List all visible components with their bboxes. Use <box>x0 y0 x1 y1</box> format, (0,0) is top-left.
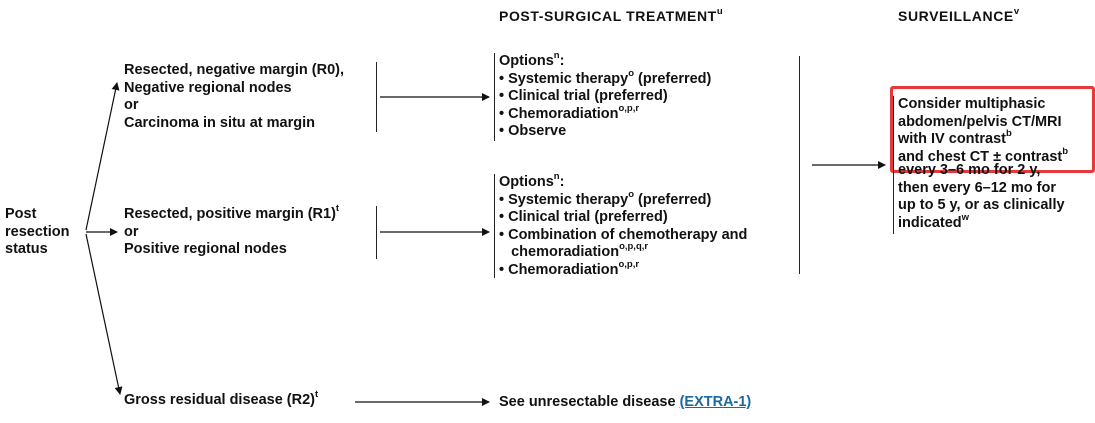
r1-condition: Resected, positive margin (R1)t or Posit… <box>124 203 377 259</box>
surveillance-text: indicated <box>898 214 962 231</box>
post-surgical-header-sup: u <box>716 6 724 18</box>
r0-condition: Resected, negative margin (R0), Negative… <box>124 62 377 132</box>
r0-line: Negative regional nodes <box>124 79 292 96</box>
status-line: Post <box>5 206 37 222</box>
surveillance-line: abdomen/pelvis CT/MRI <box>898 113 1062 130</box>
option-text: • Observe <box>499 123 567 139</box>
r1-line-sup: t <box>335 203 340 215</box>
status-line: status <box>5 241 48 257</box>
option-item: • Combination of chemotherapy and <box>499 227 747 245</box>
options-title-suffix: : <box>559 174 565 190</box>
r1-line: Positive regional nodes <box>124 241 287 257</box>
option-item: • Systemic therapyo (preferred) <box>499 188 747 210</box>
option-item: • Chemoradiationo,p,r <box>499 258 747 280</box>
options-r1-list: • Systemic therapyo (preferred) • Clinic… <box>499 188 747 280</box>
r2-label-sup: t <box>315 389 319 401</box>
surveillance-text: and chest CT ± contrast <box>898 148 1063 165</box>
surveillance-line: with IV contrastb <box>898 128 1068 149</box>
r0-line: or <box>124 97 139 113</box>
post-resection-status: Post resection status <box>5 206 69 259</box>
post-surgical-treatment-header: POST-SURGICAL TREATMENTu <box>499 6 724 24</box>
option-sup: o <box>628 67 635 79</box>
options-title-suffix: : <box>559 53 565 69</box>
surveillance-line: up to 5 y, or as clinically <box>898 197 1065 213</box>
status-line: resection <box>5 223 70 240</box>
r0-line: Carcinoma in situ at margin <box>124 114 315 131</box>
option-text: • Chemoradiation <box>499 105 619 122</box>
surveillance-text: with IV contrast <box>898 131 1006 147</box>
options-r0-title: Optionsn: <box>499 50 711 71</box>
options-r1-title: Optionsn: <box>499 171 747 192</box>
r2-result-text: See unresectable disease <box>499 394 680 410</box>
option-suffix: (preferred) <box>634 70 712 87</box>
options-title-sup: n <box>553 50 560 62</box>
option-text: • Systemic therapy <box>499 191 629 208</box>
option-suffix: (preferred) <box>634 191 712 208</box>
surveillance-line: every 3–6 mo for 2 y, <box>898 162 1041 178</box>
surveillance-line: and chest CT ± contrastb <box>898 145 1069 167</box>
surveillance-highlight <box>890 86 1095 173</box>
option-item: • Observe <box>499 123 711 141</box>
option-sup: o <box>628 188 635 200</box>
options-r0-list: • Systemic therapyo (preferred) • Clinic… <box>499 67 712 141</box>
extra-1-link[interactable]: (EXTRA-1) <box>679 394 752 410</box>
options-r1: Optionsn: • Systemic therapyo (preferred… <box>494 171 747 280</box>
option-item: • Systemic therapyo (preferred) <box>499 67 712 89</box>
surveillance-block: Consider multiphasic abdomen/pelvis CT/M… <box>893 96 1068 234</box>
r0-line: Resected, negative margin (R0), <box>124 62 344 78</box>
surveillance-sup: b <box>1062 145 1069 157</box>
option-text: chemoradiation <box>499 244 620 260</box>
option-sup: o,p,q,r <box>619 241 649 253</box>
surveillance-line: indicatedw <box>898 211 1068 233</box>
options-title-text: Options <box>499 53 554 69</box>
r2-result: See unresectable disease (EXTRA-1) <box>499 394 751 412</box>
surveillance-sup: b <box>1005 128 1012 140</box>
option-text: • Clinical trial (preferred) <box>499 209 668 225</box>
option-sup: o,p,r <box>618 102 640 114</box>
option-text: • Systemic therapy <box>499 70 629 87</box>
option-item: • Clinical trial (preferred) <box>499 209 747 227</box>
surveillance-sup: w <box>961 211 970 223</box>
r1-line-text: Resected, positive margin (R1) <box>124 206 336 222</box>
option-item: • Clinical trial (preferred) <box>499 88 711 106</box>
treatment-divider <box>799 56 800 274</box>
r1-line: or <box>124 223 139 240</box>
option-item: chemoradiationo,p,q,r <box>499 241 747 262</box>
options-title-text: Options <box>499 174 554 190</box>
option-text: • Combination of chemotherapy and <box>499 226 748 243</box>
arrow-status-to-r2 <box>85 233 123 395</box>
surveillance-line: then every 6–12 mo for <box>898 179 1056 196</box>
surveillance-header-text: SURVEILLANCE <box>898 8 1014 24</box>
options-title-sup: n <box>553 171 560 183</box>
option-sup: o,p,r <box>618 258 640 270</box>
option-text: • Chemoradiation <box>499 261 619 278</box>
arrow-status-to-r0 <box>85 82 120 231</box>
surveillance-line: Consider multiphasic <box>898 96 1046 112</box>
option-item: • Chemoradiationo,p,r <box>499 102 711 124</box>
r2-label: Gross residual disease (R2) <box>124 392 315 408</box>
post-surgical-header-text: POST-SURGICAL TREATMENT <box>499 8 717 24</box>
surveillance-header-sup: v <box>1013 6 1020 18</box>
option-text: • Clinical trial (preferred) <box>499 88 668 104</box>
options-r0: Optionsn: • Systemic therapyo (preferred… <box>494 50 712 141</box>
r2-condition: Gross residual disease (R2)t <box>124 389 319 410</box>
surveillance-header: SURVEILLANCEv <box>898 6 1020 24</box>
r1-line: Resected, positive margin (R1)t <box>124 203 370 224</box>
